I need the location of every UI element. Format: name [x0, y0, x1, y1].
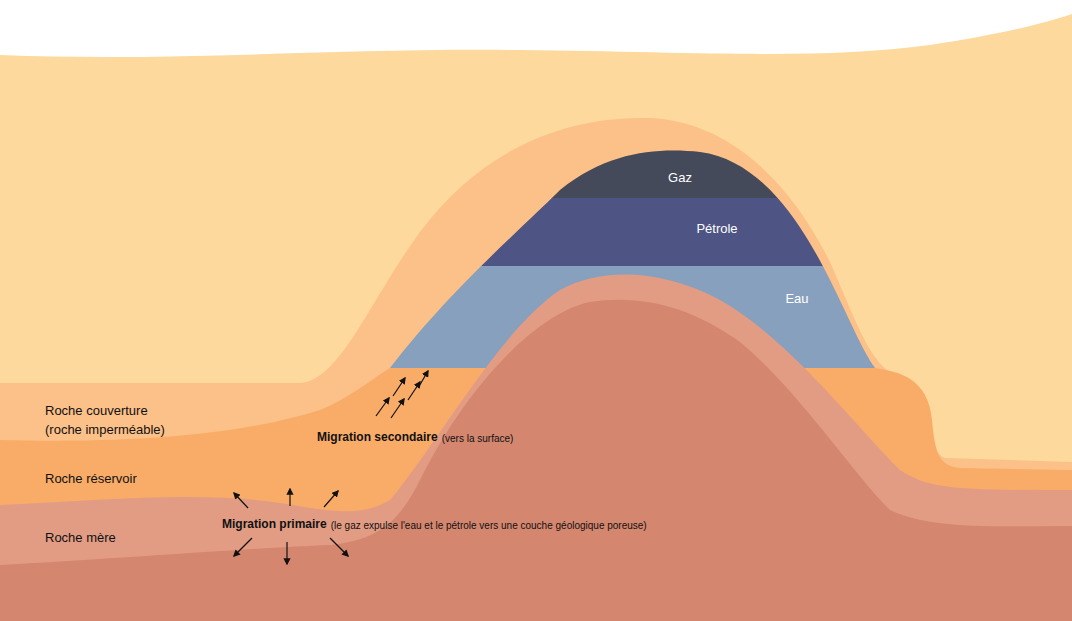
band-shape	[388, 198, 880, 266]
upper-rock	[0, 14, 1072, 621]
layer-label: Roche réservoir	[45, 471, 137, 486]
source-rock	[0, 275, 1072, 621]
basement-rock	[388, 300, 880, 368]
layer-note: (roche imperméable)	[45, 422, 165, 437]
fluid-fill	[388, 146, 880, 198]
band-shape	[388, 146, 880, 198]
process-label: Migration secondaire	[317, 430, 438, 444]
band-shape	[388, 266, 880, 368]
reservoir-rock	[0, 151, 1072, 621]
fluid-band: Pétrole	[388, 198, 880, 266]
fluid-band: Gaz	[388, 146, 880, 198]
fluid-band: Eau	[388, 266, 880, 368]
process-label: Migration primaire	[222, 517, 327, 531]
fluid-fill	[388, 198, 880, 266]
layer-label: Roche couverture	[45, 403, 148, 418]
layer-label: Roche mère	[45, 530, 116, 545]
migration-arrows	[234, 371, 428, 564]
process-note: (le gaz expulse l'eau et le pétrole vers…	[331, 520, 647, 531]
process-note: (vers la surface)	[442, 433, 514, 444]
cap-rock	[0, 118, 1072, 621]
source-rock	[388, 275, 880, 368]
fluid-label: Eau	[785, 291, 808, 306]
fluid-label: Pétrole	[696, 221, 737, 236]
basement-rock	[0, 300, 1072, 621]
fluid-label: Gaz	[668, 170, 692, 185]
